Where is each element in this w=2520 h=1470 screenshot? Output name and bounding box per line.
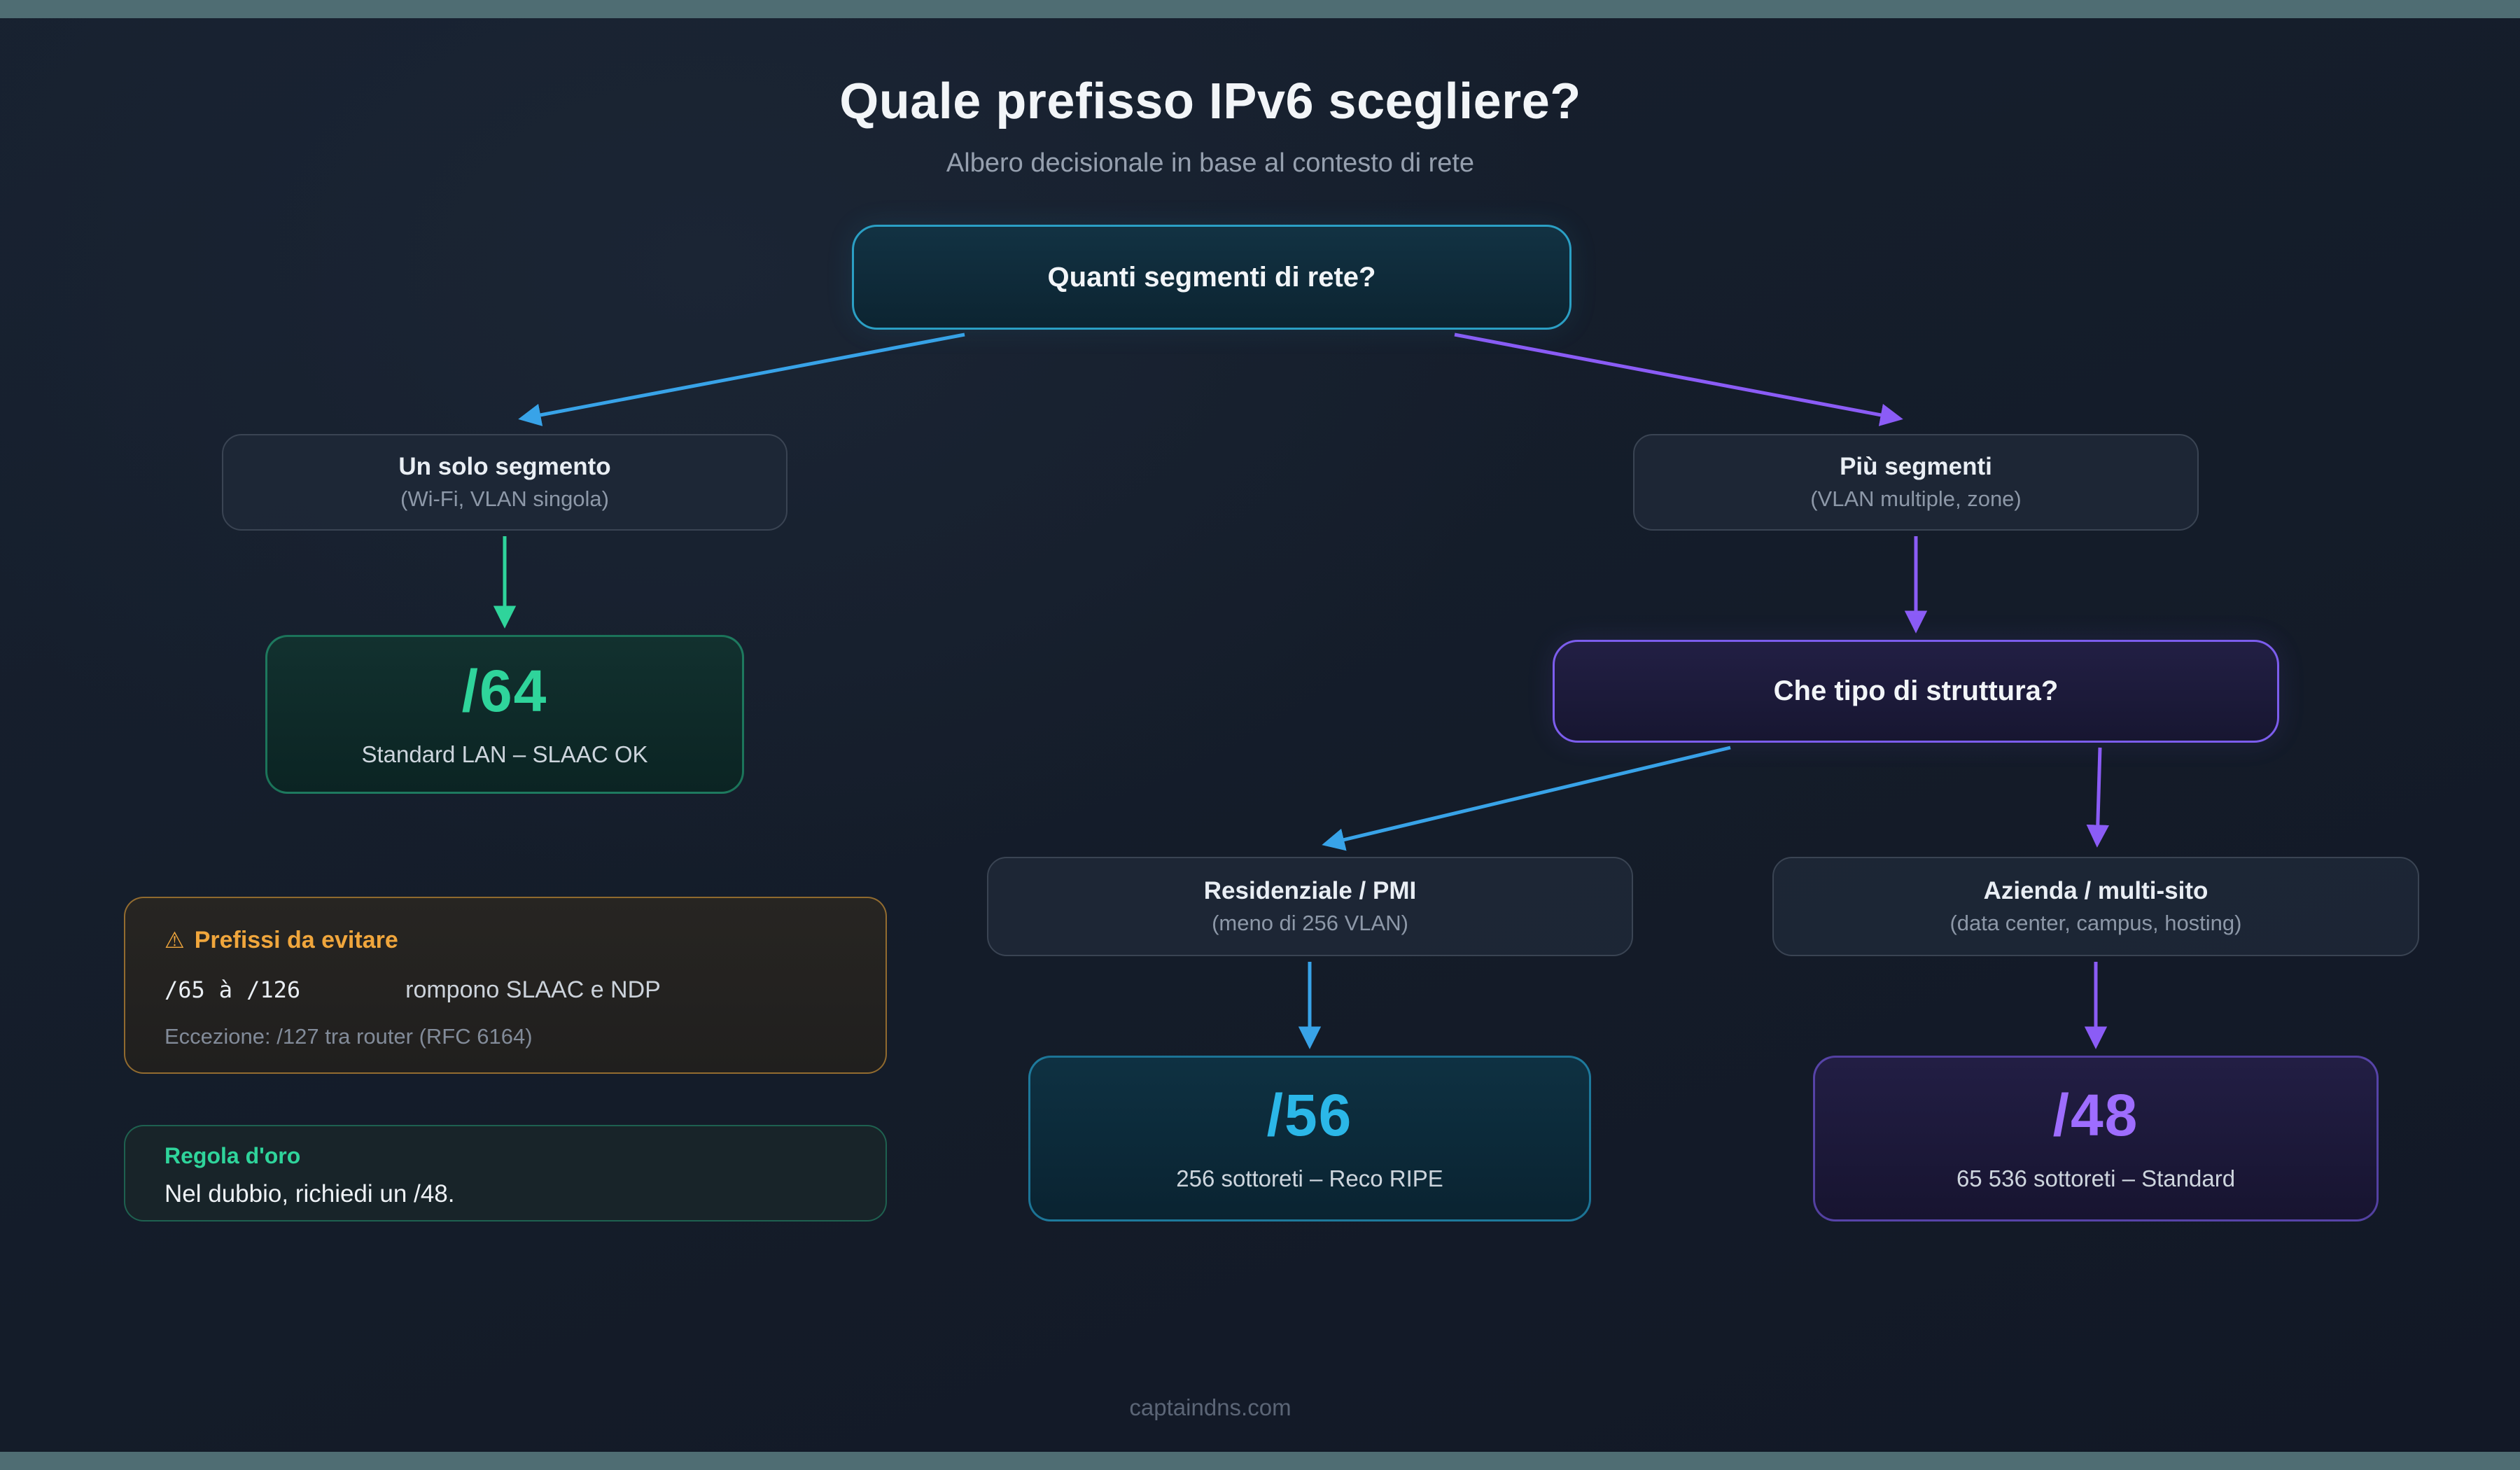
panel-golden-rule: Regola d'oro Nel dubbio, richiedi un /48… [124,1125,887,1222]
page-title: Quale prefisso IPv6 scegliere? [839,74,1581,130]
edge-root-to-multi [1454,332,1903,426]
panel-golden-rule-text: Nel dubbio, richiedi un /48. [164,1180,455,1208]
panel-golden-rule-title: Regola d'oro [164,1143,301,1168]
range-start-code: /65 [164,976,205,1003]
range-separator: à [218,976,233,1003]
node-prefix-64-value: /64 [461,657,548,724]
node-single-segment: Un solo segmento (Wi-Fi, VLAN singola) [222,434,788,531]
page-subtitle: Albero decisionale in base al contesto d… [946,148,1475,178]
node-residential-title: Residenziale / PMI [1203,877,1417,904]
node-question-segments: Quanti segmenti di rete? [852,225,1572,330]
node-question-segments-label: Quanti segmenti di rete? [1047,261,1376,293]
node-prefix-64: /64 Standard LAN – SLAAC OK [265,635,744,794]
node-multi-segment-subtitle: (VLAN multiple, zone) [1810,486,2022,511]
node-residential: Residenziale / PMI (meno di 256 VLAN) [987,857,1633,956]
node-prefix-56-caption: 256 sottoreti – Reco RIPE [1176,1165,1443,1191]
range-end-code: /126 [246,976,301,1003]
edge-structure-to-enterprise [2086,747,2110,848]
node-single-segment-title: Un solo segmento [398,453,611,480]
node-prefix-56-value: /56 [1266,1082,1353,1148]
node-enterprise: Azienda / multi-sito (data center, campu… [1772,857,2419,956]
edge-structure-to-residential [1322,746,1731,851]
node-prefix-56: /56 256 sottoreti – Reco RIPE [1028,1056,1591,1222]
node-multi-segment-title: Più segmenti [1840,453,1992,480]
node-single-segment-subtitle: (Wi-Fi, VLAN singola) [400,486,609,511]
panel-avoid-title: Prefissi da evitare [194,926,398,953]
panel-avoid-title-row: ⚠ Prefissi da evitare [164,926,886,954]
bottom-border-strip [0,1452,2520,1470]
node-multi-segment: Più segmenti (VLAN multiple, zone) [1633,434,2199,531]
range-consequence: rompono SLAAC e NDP [405,976,661,1003]
footer-domain: captaindns.com [1129,1394,1292,1420]
node-residential-subtitle: (meno di 256 VLAN) [1212,911,1408,935]
top-border-strip [0,0,2520,18]
node-question-structure-label: Che tipo di struttura? [1773,676,2059,706]
edge-root-to-single [518,332,965,426]
node-enterprise-title: Azienda / multi-sito [1983,877,2208,904]
node-prefix-48-caption: 65 536 sottoreti – Standard [1956,1165,2236,1191]
panel-avoid-prefixes: ⚠ Prefissi da evitare /65 à /126 rompono… [124,897,887,1074]
panel-avoid-range-line: /65 à /126 rompono SLAAC e NDP [164,976,886,1004]
node-prefix-48-value: /48 [2052,1082,2139,1148]
node-question-structure: Che tipo di struttura? [1553,640,2279,743]
panel-avoid-exception: Eccezione: /127 tra router (RFC 6164) [164,1024,533,1049]
node-prefix-48: /48 65 536 sottoreti – Standard [1813,1056,2379,1222]
node-enterprise-subtitle: (data center, campus, hosting) [1949,911,2242,935]
warning-icon: ⚠ [164,927,185,953]
node-prefix-64-caption: Standard LAN – SLAAC OK [361,741,648,767]
